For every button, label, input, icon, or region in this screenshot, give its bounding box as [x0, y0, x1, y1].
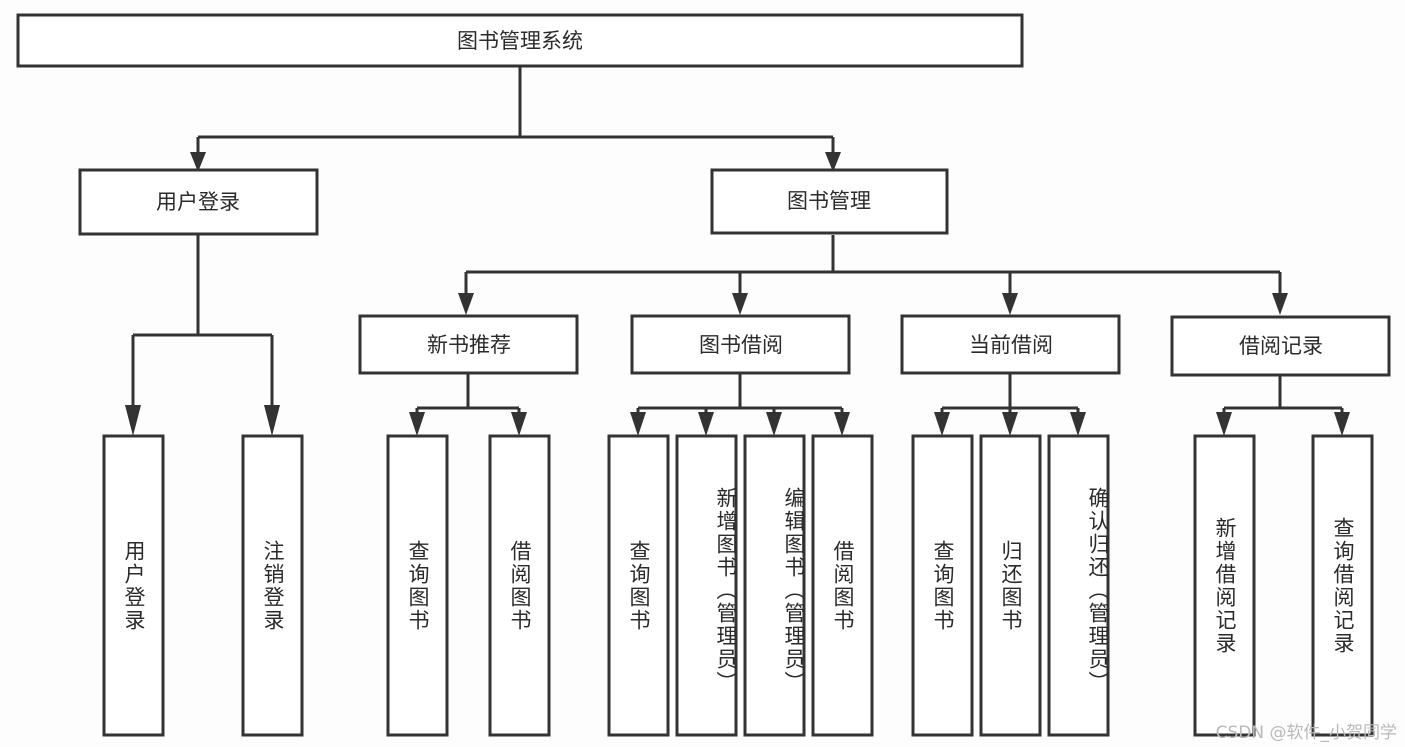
arrow-bm-to-bookborrow — [732, 293, 748, 315]
node-leaf-borrow-book-2[interactable] — [811, 434, 874, 737]
node-new-book-rec[interactable] — [358, 314, 579, 375]
label-book-manage: 图书管理 — [787, 189, 871, 213]
label-user-login: 用户登录 — [156, 190, 240, 214]
node-leaf-logout[interactable] — [241, 434, 304, 737]
node-leaf-borrow-book-1[interactable] — [488, 434, 551, 737]
node-leaf-query-book-3[interactable] — [911, 434, 974, 737]
arrow-bb-l1 — [630, 412, 646, 436]
arrow-cb-l1 — [934, 412, 950, 436]
node-leaf-query-book-1[interactable] — [386, 434, 449, 737]
arrow-bb-l4 — [834, 412, 850, 436]
arrow-bm-to-newbook — [458, 293, 474, 315]
node-root[interactable] — [16, 13, 1024, 68]
arrow-bm-to-borrowrecord — [1272, 293, 1288, 315]
arrow-br-l2 — [1334, 412, 1350, 436]
node-leaf-user-login[interactable] — [102, 434, 165, 737]
node-leaf-query-book-2[interactable] — [607, 434, 670, 737]
node-leaf-query-record[interactable] — [1311, 434, 1374, 737]
arrow-root-to-user-login — [190, 152, 206, 172]
label-new-book-rec: 新书推荐 — [427, 333, 511, 357]
arrow-bb-l3 — [766, 412, 782, 436]
node-book-manage[interactable] — [710, 168, 949, 235]
node-user-login[interactable] — [78, 168, 319, 236]
node-book-borrow[interactable] — [630, 314, 851, 375]
horizontal-label-layer: 图书管理系统 用户登录 图书管理 新书推荐 图书借阅 当前借阅 借阅记录 — [156, 29, 1323, 358]
arrow-bm-to-currentborrow — [1002, 293, 1018, 315]
node-leaf-edit-book[interactable] — [743, 434, 806, 737]
watermark-text: CSDN @软件_小贺同学 — [1215, 723, 1397, 743]
arrow-root-to-book-manage — [825, 152, 841, 172]
node-layer — [16, 13, 1391, 737]
arrow-cb-l3 — [1070, 412, 1086, 436]
node-current-borrow[interactable] — [900, 314, 1121, 375]
label-borrow-record: 借阅记录 — [1239, 334, 1323, 358]
arrow-userlogin-l1 — [125, 405, 141, 436]
arrow-cb-l2 — [1002, 412, 1018, 436]
label-book-borrow: 图书借阅 — [699, 333, 783, 357]
node-leaf-add-book[interactable] — [675, 434, 738, 737]
label-root: 图书管理系统 — [457, 29, 583, 53]
connector-layer — [125, 66, 1350, 436]
arrow-bb-l2 — [698, 412, 714, 436]
arrow-br-l1 — [1216, 412, 1232, 436]
node-borrow-record[interactable] — [1170, 315, 1391, 377]
node-leaf-return-book[interactable] — [979, 434, 1042, 737]
arrow-newbook-l1 — [409, 412, 425, 436]
arrow-newbook-l2 — [511, 412, 527, 436]
arrow-userlogin-l2 — [264, 405, 280, 436]
node-leaf-confirm-return[interactable] — [1047, 434, 1110, 737]
node-leaf-add-record[interactable] — [1193, 434, 1256, 737]
label-current-borrow: 当前借阅 — [969, 333, 1053, 357]
